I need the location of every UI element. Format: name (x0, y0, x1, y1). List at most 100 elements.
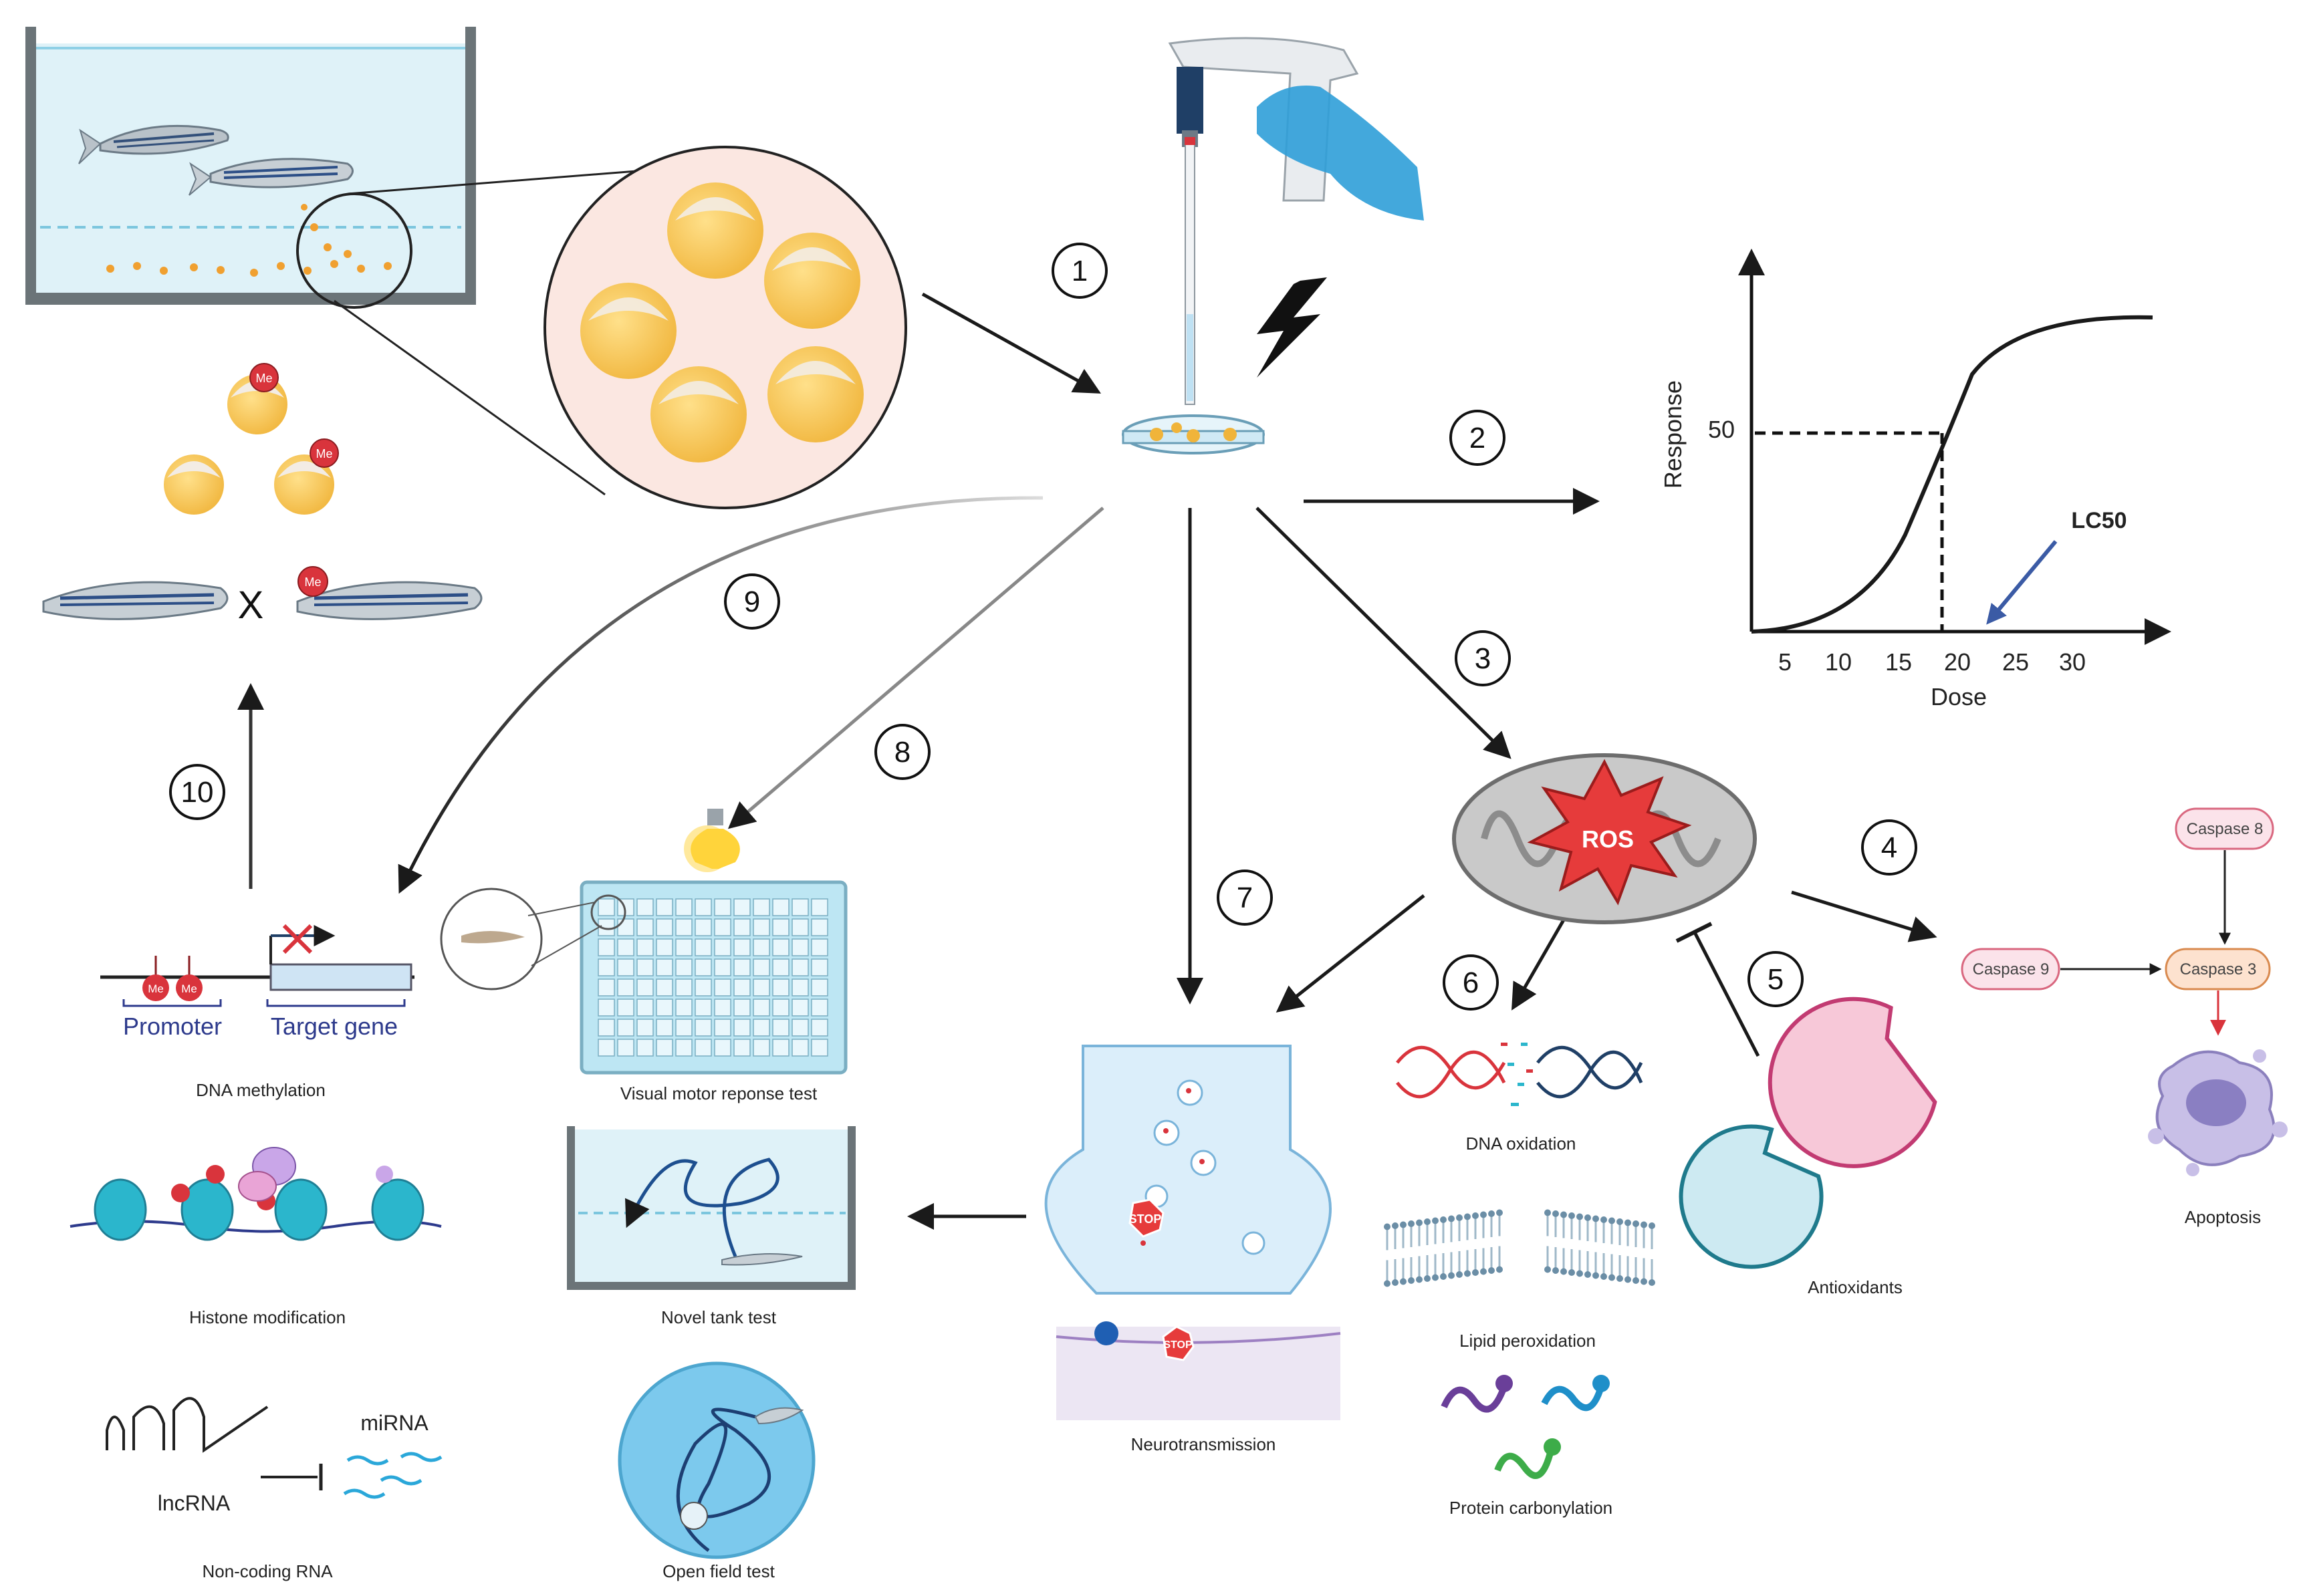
well (792, 978, 809, 996)
dna-methylation-label: DNA methylation (196, 1080, 326, 1100)
well (811, 1019, 828, 1037)
well (714, 1019, 731, 1037)
antioxidants-panel: Antioxidants (1679, 996, 1937, 1297)
well (695, 1019, 712, 1037)
well (792, 999, 809, 1017)
well (598, 1019, 615, 1037)
non-coding-rna-panel: lncRNA miRNA Non-coding RNA (106, 1397, 443, 1581)
methyl-tag: Me (148, 982, 164, 995)
visual-motor-label: Visual motor reponse test (620, 1083, 818, 1103)
histone-modification-label: Histone modification (189, 1307, 346, 1327)
well (656, 1039, 673, 1057)
well (675, 918, 693, 936)
well (714, 918, 731, 936)
well (733, 898, 751, 916)
well (617, 918, 634, 936)
neurotransmission-panel: STOP STOP Neurotransmission (1044, 1045, 1341, 1454)
methyl-tag: Me (181, 982, 197, 995)
svg-text:2: 2 (1469, 422, 1485, 454)
svg-text:1: 1 (1072, 255, 1088, 287)
well (636, 999, 654, 1017)
well (733, 999, 751, 1017)
well (656, 1019, 673, 1037)
cross-symbol: X (238, 583, 264, 627)
well (772, 938, 790, 956)
well (811, 978, 828, 996)
caspase-8-box (2175, 807, 2274, 850)
caspase-3-box (2165, 948, 2271, 990)
well (753, 978, 770, 996)
well (753, 1019, 770, 1037)
well (792, 918, 809, 936)
well (772, 999, 790, 1017)
step-marker-8: 8 (874, 724, 931, 780)
well (792, 938, 809, 956)
pipette-controller (1168, 37, 1424, 405)
svg-text:7: 7 (1237, 882, 1253, 914)
well (656, 918, 673, 936)
open-field-label: Open field test (662, 1561, 775, 1581)
lc50-arrow (1986, 540, 2058, 625)
apoptotic-cell-icon (2148, 1049, 2288, 1176)
lipid-peroxidation-label: Lipid peroxidation (1459, 1331, 1596, 1351)
caspase-9-box (1961, 948, 2060, 990)
step-marker-2: 2 (1449, 410, 1505, 466)
ros-label: ROS (1582, 825, 1634, 853)
caspase-3-label: Caspase 3 (2180, 960, 2257, 978)
well (636, 978, 654, 996)
well (792, 1019, 809, 1037)
neurotransmission-label: Neurotransmission (1131, 1434, 1276, 1454)
well (811, 898, 828, 916)
mirna-label: miRNA (360, 1411, 429, 1435)
arrow-9 (398, 496, 1044, 894)
well (792, 898, 809, 916)
well (792, 1039, 809, 1057)
well (772, 918, 790, 936)
well (772, 1039, 790, 1057)
well (792, 958, 809, 976)
glove-hand (1257, 86, 1424, 221)
well (675, 938, 693, 956)
well (753, 918, 770, 936)
methyl-tag: Me (255, 372, 272, 385)
well (617, 938, 634, 956)
well (733, 918, 751, 936)
well (733, 938, 751, 956)
well (753, 999, 770, 1017)
well (617, 958, 634, 976)
well (656, 898, 673, 916)
step-marker-3: 3 (1455, 630, 1511, 686)
well (598, 978, 615, 996)
visual-motor-panel: Visual motor reponse test (440, 809, 848, 1103)
well (695, 918, 712, 936)
well (636, 1019, 654, 1037)
flow-arrows (237, 292, 1937, 1230)
well (695, 898, 712, 916)
well (811, 958, 828, 976)
svg-text:6: 6 (1463, 966, 1479, 999)
well (714, 938, 731, 956)
x-tick-25: 25 (2002, 648, 2029, 676)
eggs-on-bottom (106, 204, 392, 277)
x-tick-30: 30 (2059, 648, 2086, 676)
well (811, 918, 828, 936)
well (598, 1039, 615, 1057)
well (636, 1039, 654, 1057)
y-tick-50: 50 (1708, 416, 1735, 443)
methyl-tag: Me (304, 575, 321, 589)
well (675, 978, 693, 996)
well (617, 999, 634, 1017)
well (772, 1019, 790, 1037)
step-marker-10: 10 (169, 764, 225, 820)
mitochondrion: ROS (1452, 753, 1757, 924)
well (811, 938, 828, 956)
well (656, 938, 673, 956)
arrow-1 (921, 292, 1101, 394)
well (753, 898, 770, 916)
well (675, 898, 693, 916)
well (714, 898, 731, 916)
svg-text:4: 4 (1881, 831, 1897, 864)
step-marker-9: 9 (724, 573, 780, 630)
well (772, 958, 790, 976)
